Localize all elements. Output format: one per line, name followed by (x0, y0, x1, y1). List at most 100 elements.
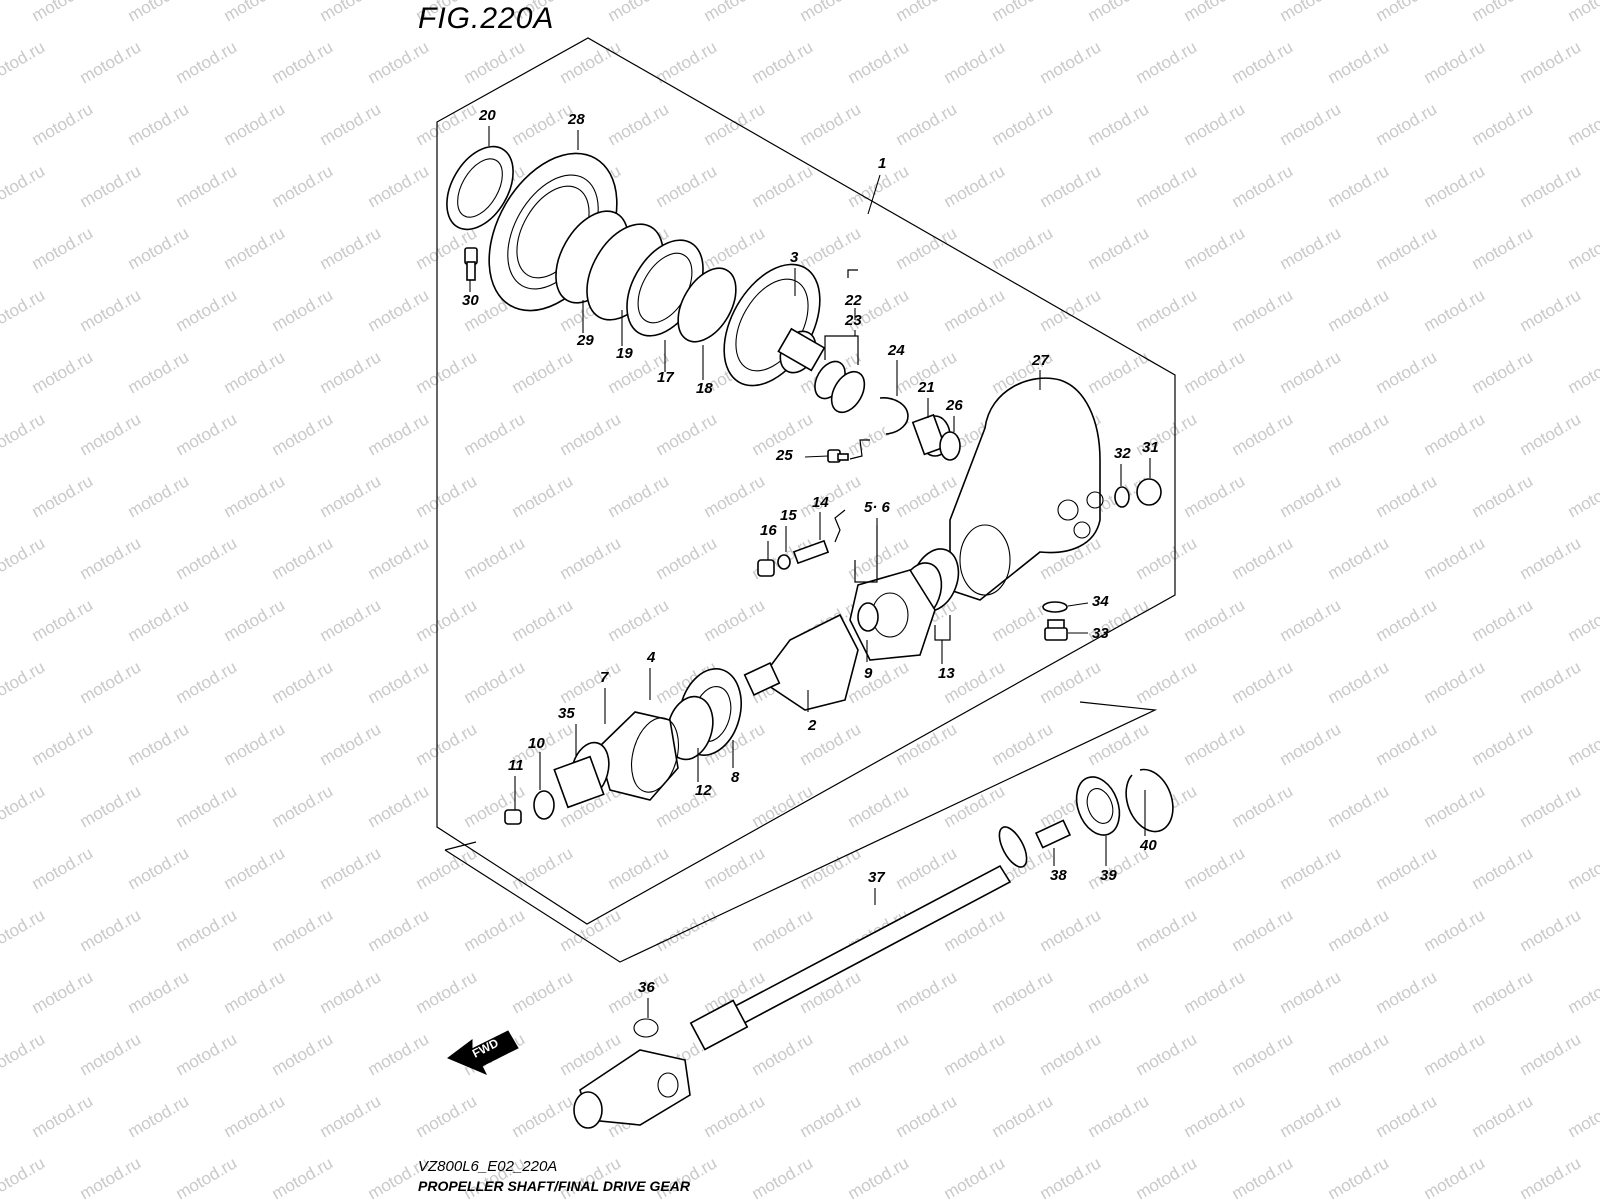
watermark-text: motod.ru (365, 409, 433, 459)
part-number-label: 34 (1092, 593, 1109, 610)
watermark-text: motod.ru (269, 285, 337, 335)
watermark-text: motod.ru (173, 781, 241, 831)
watermark-text: motod.ru (413, 719, 481, 769)
watermark-text: motod.ru (941, 285, 1009, 335)
watermark-text: motod.ru (269, 781, 337, 831)
watermark-text: motod.ru (1373, 471, 1441, 521)
watermark-text: motod.ru (77, 533, 145, 583)
watermark-text: motod.ru (797, 719, 865, 769)
leader-line (1067, 602, 1089, 607)
watermark-text: motod.ru (0, 161, 48, 211)
watermark-text: motod.ru (797, 843, 865, 893)
callout-30: 30 (462, 280, 479, 309)
watermark-text: motod.ru (1037, 161, 1105, 211)
watermark-text: motod.ru (1277, 223, 1345, 273)
watermark-text: motod.ru (77, 905, 145, 955)
watermark-text: motod.ru (269, 1153, 337, 1200)
watermark-text: motod.ru (269, 905, 337, 955)
watermark-text: motod.ru (173, 1153, 241, 1200)
watermark-text: motod.ru (797, 223, 865, 273)
part-number-label: 37 (868, 869, 885, 886)
callout-32: 32 (1114, 445, 1131, 486)
watermark-text: motod.ru (797, 1091, 865, 1141)
watermark-text: motod.ru (221, 347, 289, 397)
watermark-text: motod.ru (557, 409, 625, 459)
part-number-label: 16 (760, 522, 777, 539)
watermark-text: motod.ru (173, 905, 241, 955)
watermark-text: motod.ru (1373, 595, 1441, 645)
watermark-text: motod.ru (221, 595, 289, 645)
watermark-text: motod.ru (749, 161, 817, 211)
callout-25: 25 (775, 447, 829, 464)
watermark-text: motod.ru (317, 719, 385, 769)
watermark-text: motod.ru (1229, 37, 1297, 87)
watermark-text: motod.ru (1229, 533, 1297, 583)
watermark-text: motod.ru (0, 37, 48, 87)
watermark-text: motod.ru (605, 0, 673, 25)
watermark-text: motod.ru (125, 719, 193, 769)
watermark-text: motod.ru (365, 533, 433, 583)
watermark-text: motod.ru (1373, 719, 1441, 769)
watermark-text: motod.ru (1181, 719, 1249, 769)
watermark-text: motod.ru (1277, 1091, 1345, 1141)
part-number-label: 17 (657, 369, 674, 386)
watermark-text: motod.ru (845, 1029, 913, 1079)
watermark-text: motod.ru (1229, 285, 1297, 335)
watermark-text: motod.ru (221, 719, 289, 769)
watermark-text: motod.ru (1325, 1153, 1393, 1200)
watermark-text: motod.ru (317, 471, 385, 521)
callout-14: 14 (812, 494, 829, 540)
part-number-label: 26 (945, 397, 963, 414)
washer-part (939, 431, 961, 461)
watermark-text: motod.ru (1181, 967, 1249, 1017)
watermark-text: motod.ru (1565, 99, 1600, 149)
part-number-label: 33 (1092, 625, 1109, 642)
watermark-text: motod.ru (1517, 37, 1585, 87)
watermark-text: motod.ru (125, 471, 193, 521)
watermark-text: motod.ru (221, 99, 289, 149)
watermark-text: motod.ru (317, 1091, 385, 1141)
watermark-text: motod.ru (701, 471, 769, 521)
watermark-text: motod.ru (653, 161, 721, 211)
part-number-label: 7 (600, 669, 609, 686)
watermark-text: motod.ru (365, 781, 433, 831)
watermark-text: motod.ru (0, 1029, 48, 1079)
watermark-text: motod.ru (1085, 1091, 1153, 1141)
watermark-text: motod.ru (605, 595, 673, 645)
nut-part-2 (504, 809, 522, 825)
watermark-text: motod.ru (797, 99, 865, 149)
watermark-text: motod.ru (29, 719, 97, 769)
watermark-text: motod.ru (557, 905, 625, 955)
watermark-text: motod.ru (1133, 905, 1201, 955)
watermark-text: motod.ru (221, 1091, 289, 1141)
watermark-text: motod.ru (1565, 1091, 1600, 1141)
watermark-text: motod.ru (0, 905, 48, 955)
watermark-text: motod.ru (1277, 471, 1345, 521)
watermark-text: motod.ru (1469, 1091, 1537, 1141)
watermark-text: motod.ru (1133, 1153, 1201, 1200)
watermark-text: motod.ru (1325, 533, 1393, 583)
watermark-text: motod.ru (893, 0, 961, 25)
watermark-text: motod.ru (365, 657, 433, 707)
watermark-text: motod.ru (413, 595, 481, 645)
callout-18: 18 (696, 345, 713, 397)
callout-13: 13 (938, 640, 955, 682)
oil-seal-part (446, 145, 514, 231)
watermark-text: motod.ru (1037, 657, 1105, 707)
watermark-text: motod.ru (1517, 409, 1585, 459)
watermark-text: motod.ru (1421, 781, 1489, 831)
callout-8: 8 (731, 740, 740, 786)
watermark-text: motod.ru (1373, 0, 1441, 25)
circlip-part-2 (1125, 768, 1174, 833)
watermark-text: motod.ru (1277, 843, 1345, 893)
callout-17: 17 (657, 340, 674, 386)
watermark-text: motod.ru (269, 533, 337, 583)
part-number-label: 27 (1031, 352, 1049, 369)
watermark-text: motod.ru (845, 1153, 913, 1200)
watermark-text: motod.ru (1517, 657, 1585, 707)
watermark-text: motod.ru (1421, 657, 1489, 707)
watermark-text: motod.ru (1565, 719, 1600, 769)
watermark-text: motod.ru (1517, 1153, 1585, 1200)
callout-10: 10 (528, 735, 545, 790)
